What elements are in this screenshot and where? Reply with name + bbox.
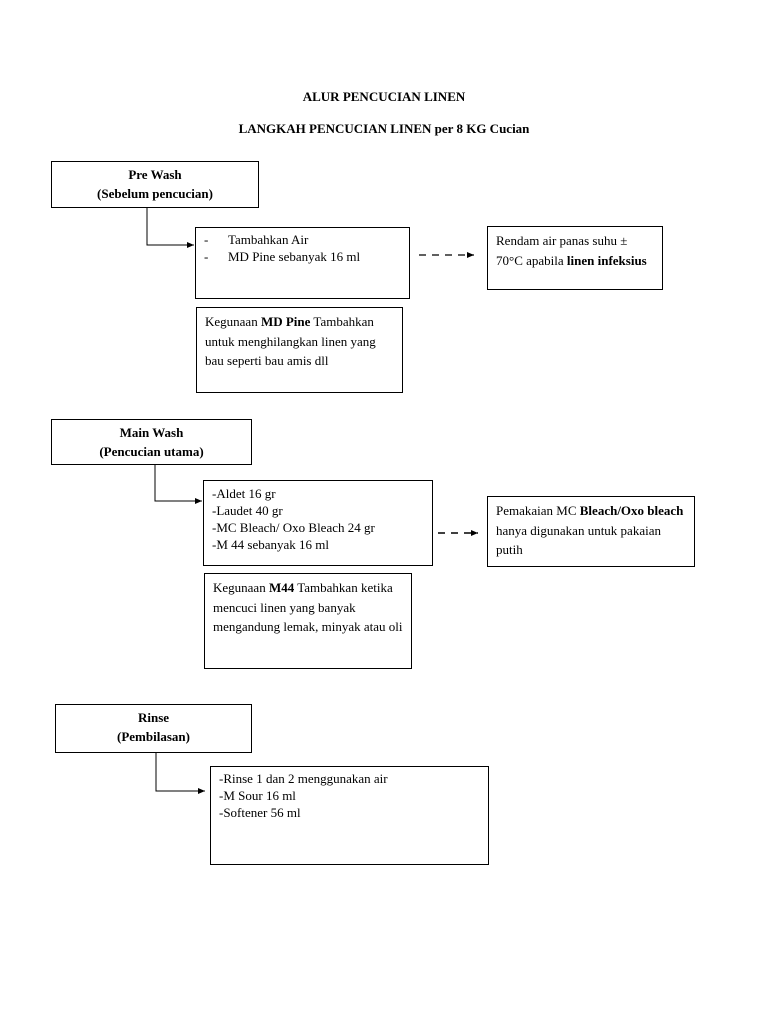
mainwash-step: -MC Bleach/ Oxo Bleach 24 gr xyxy=(212,520,375,535)
mainwash-title: Main Wash xyxy=(119,425,184,440)
mainwash-usage-note: Kegunaan M44 Tambahkan ketika mencuci li… xyxy=(204,573,412,669)
rinse-stage-box: Rinse (Pembilasan) xyxy=(55,704,252,753)
mainwash-step: -Laudet 40 gr xyxy=(212,503,283,518)
rinse-step: -Rinse 1 dan 2 menggunakan air xyxy=(219,771,388,786)
rinse-connector xyxy=(155,753,205,794)
rinse-step: -Softener 56 ml xyxy=(219,805,301,820)
prewash-step: -MD Pine sebanyak 16 ml xyxy=(204,249,361,264)
prewash-steps-box: -Tambahkan Air -MD Pine sebanyak 16 ml xyxy=(195,227,410,299)
rinse-steps-box: -Rinse 1 dan 2 menggunakan air -M Sour 1… xyxy=(210,766,489,865)
prewash-usage-note: Kegunaan MD Pine Tambahkan untuk menghil… xyxy=(196,307,403,393)
mainwash-step: -Aldet 16 gr xyxy=(212,486,276,501)
prewash-stage-box: Pre Wash (Sebelum pencucian) xyxy=(51,161,259,208)
prewash-side-note: Rendam air panas suhu ± 70°C apabila lin… xyxy=(487,226,663,290)
prewash-title: Pre Wash xyxy=(128,167,182,182)
rinse-step: -M Sour 16 ml xyxy=(219,788,296,803)
prewash-step: -Tambahkan Air xyxy=(204,232,309,247)
rinse-title: Rinse xyxy=(137,710,170,725)
mainwash-step: -M 44 sebanyak 16 ml xyxy=(212,537,329,552)
rinse-subtitle: (Pembilasan) xyxy=(117,729,190,744)
mainwash-stage-box: Main Wash (Pencucian utama) xyxy=(51,419,252,465)
mainwash-side-note: Pemakaian MC Bleach/Oxo bleach hanya dig… xyxy=(487,496,695,567)
mainwash-subtitle: (Pencucian utama) xyxy=(99,444,204,459)
mainwash-steps-box: -Aldet 16 gr -Laudet 40 gr -MC Bleach/ O… xyxy=(203,480,433,566)
diagram-subtitle: LANGKAH PENCUCIAN LINEN per 8 KG Cucian xyxy=(238,121,530,136)
prewash-connector xyxy=(146,207,194,248)
prewash-subtitle: (Sebelum pencucian) xyxy=(97,186,213,201)
diagram-title: ALUR PENCUCIAN LINEN xyxy=(302,89,466,104)
mainwash-connector xyxy=(154,465,202,504)
